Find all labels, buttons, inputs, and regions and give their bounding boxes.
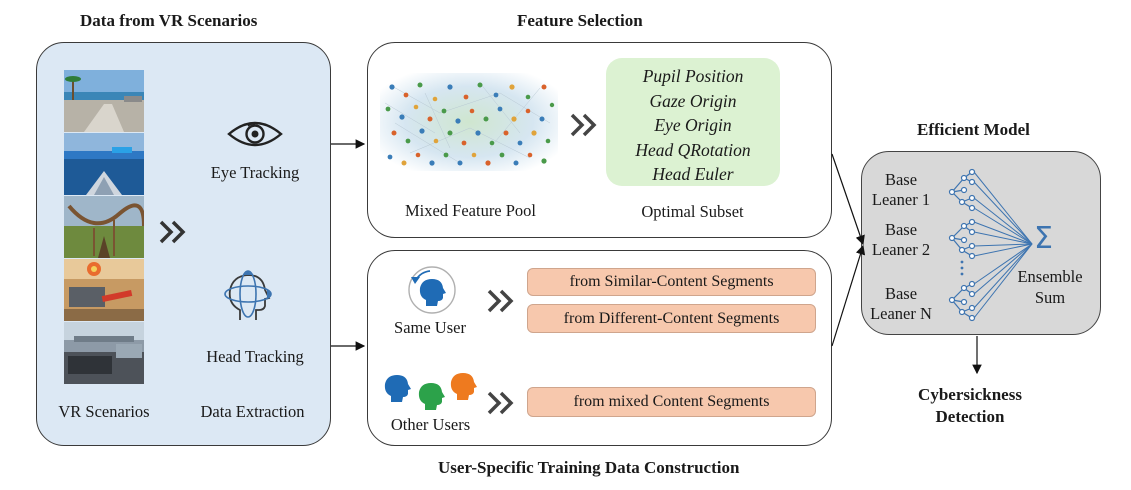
double-chevron-icon xyxy=(487,289,514,313)
vr-scenarios-label: VR Scenarios xyxy=(58,402,150,421)
segment-mixed-content: from mixed Content Segments xyxy=(527,387,816,417)
optimal-subset-box: Pupil Position Gaze Origin Eye Origin He… xyxy=(606,58,780,186)
other-users-label: Other Users xyxy=(390,415,471,434)
efficient-model-panel xyxy=(861,151,1101,335)
decision-tree-icon xyxy=(948,168,976,212)
mixed-feature-pool-label: Mixed Feature Pool xyxy=(404,201,537,220)
optimal-subset-label: Optimal Subset xyxy=(641,202,744,221)
eye-tracking-icon xyxy=(227,121,283,147)
cybersickness-detection-label: Cybersickness Detection xyxy=(912,384,1028,428)
same-user-icon xyxy=(408,266,456,314)
detection-line2: Detection xyxy=(935,407,1005,426)
head-tracking-icon xyxy=(224,270,272,320)
double-chevron-icon xyxy=(487,391,514,415)
base-learner-2-label: Base Leaner 2 xyxy=(866,220,936,260)
base-learner-2-line2: Leaner 2 xyxy=(871,240,931,259)
scenario-game-room-image xyxy=(64,259,144,321)
base-learner-1-label: Base Leaner 1 xyxy=(866,170,936,210)
feature-pool-network-image xyxy=(380,73,558,171)
scenario-boat-image xyxy=(64,133,144,195)
head-tracking-label: Head Tracking xyxy=(206,347,304,366)
base-learner-n-line2: Leaner N xyxy=(870,304,932,323)
scenario-beach-image xyxy=(64,70,144,132)
feature-selection-title: Feature Selection xyxy=(517,11,643,30)
data-extraction-label: Data Extraction xyxy=(200,402,305,421)
base-learner-2-line1: Base xyxy=(884,220,918,239)
eye-tracking-label: Eye Tracking xyxy=(210,163,300,182)
ensemble-line1: Ensemble xyxy=(1017,267,1083,286)
segment-similar-content: from Similar-Content Segments xyxy=(527,268,816,296)
base-learner-1-line1: Base xyxy=(884,170,918,189)
base-learner-n-label: Base Leaner N xyxy=(866,284,936,324)
sigma-icon: Σ xyxy=(1034,221,1053,256)
segment-different-content: from Different-Content Segments xyxy=(527,304,816,333)
ensemble-tree-diagram xyxy=(948,168,1033,322)
vr-data-title: Data from VR Scenarios xyxy=(80,11,258,30)
feature-eye-origin: Eye Origin xyxy=(654,115,732,135)
double-chevron-icon xyxy=(570,113,597,137)
same-user-label: Same User xyxy=(394,318,466,337)
other-users-icon xyxy=(384,373,477,410)
detection-line1: Cybersickness xyxy=(918,385,1022,404)
feature-head-qrotation: Head QRotation xyxy=(635,139,751,160)
ensemble-sum-label: Ensemble Sum xyxy=(1008,266,1092,308)
scenario-balcony-image xyxy=(64,322,144,384)
double-chevron-icon xyxy=(159,220,186,244)
user-specific-title: User-Specific Training Data Construction xyxy=(438,458,740,477)
base-learner-1-line2: Leaner 1 xyxy=(871,190,931,209)
arrow-user-to-model xyxy=(831,244,866,347)
feature-gaze-origin: Gaze Origin xyxy=(649,90,737,111)
arrow-feature-to-model xyxy=(831,153,865,246)
feature-pupil-position: Pupil Position xyxy=(642,66,744,86)
ensemble-line2: Sum xyxy=(1034,288,1066,307)
feature-head-euler: Head Euler xyxy=(652,164,734,184)
base-learner-n-line1: Base xyxy=(884,284,918,303)
efficient-model-title: Efficient Model xyxy=(917,120,1030,139)
scenario-rollercoaster-image xyxy=(64,196,144,258)
